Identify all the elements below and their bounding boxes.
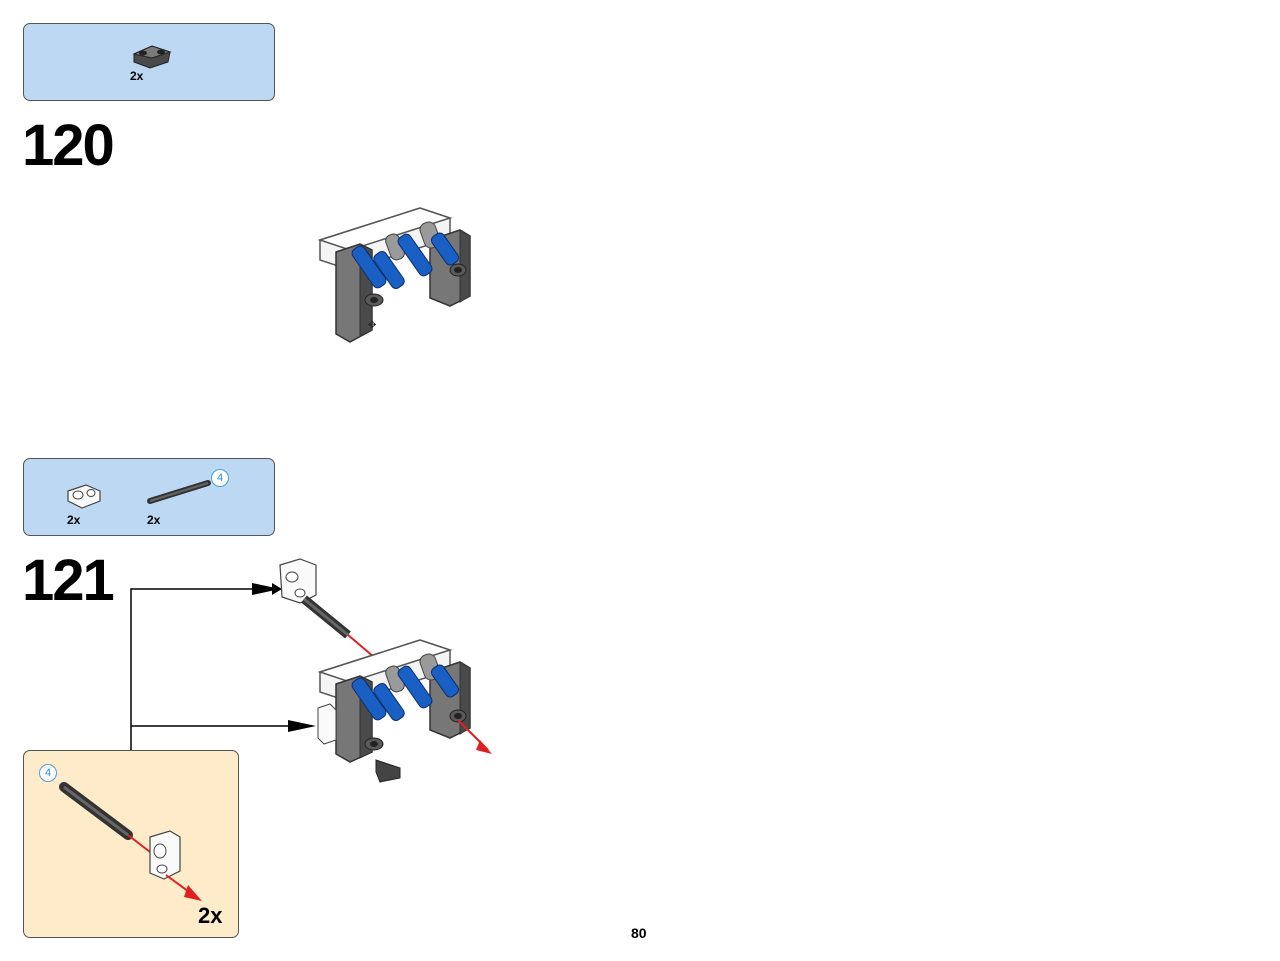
insert-arrow-head: [184, 885, 202, 901]
step-121-parts-box: 2x 4 2x: [23, 458, 275, 536]
arrow-head: [252, 583, 280, 595]
axle-length-badge: 4: [39, 764, 57, 782]
axle-length-badge: 4: [211, 469, 229, 487]
page-number: 80: [631, 925, 647, 941]
dark-gray-axle-pin-connector-icon: [132, 45, 172, 69]
step-121-assembly-illustration: [317, 639, 492, 783]
step-number-120: 120: [22, 113, 115, 178]
black-axle-icon: [147, 480, 211, 504]
subassembly-multiplier: 2x: [198, 903, 223, 928]
subassembly-illustration: [59, 782, 202, 901]
svg-text:✥: ✥: [368, 320, 376, 331]
part-qty-label: 2x: [67, 513, 81, 527]
step-120-assembly-illustration: ✥: [317, 207, 471, 343]
insert-arrow-head: [476, 740, 492, 754]
part-qty-label: 2x: [130, 69, 144, 83]
floating-subassembly-illustration: [279, 558, 375, 658]
arrow-head: [288, 720, 316, 732]
step-number-121: 121: [22, 548, 115, 613]
white-cross-block-icon: [67, 484, 101, 509]
step-120-parts-box: 2x: [23, 23, 275, 101]
part-qty-label: 2x: [147, 513, 161, 527]
subassembly-callout-box: 4 2x: [23, 750, 239, 938]
